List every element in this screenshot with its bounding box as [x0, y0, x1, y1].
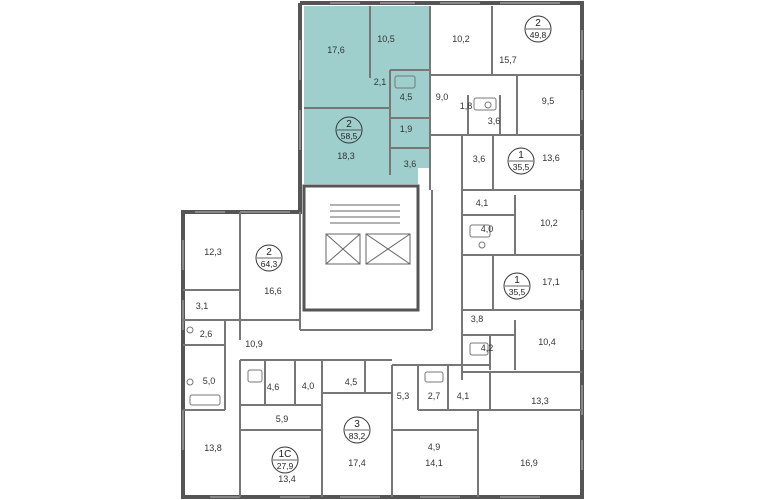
- room-area-label: 9,5: [542, 96, 555, 106]
- room-area-label: 14,1: [425, 458, 443, 468]
- room-area-label: 17,4: [348, 458, 366, 468]
- room-area-label: 4,2: [481, 343, 494, 353]
- room-area-label: 10,4: [538, 337, 556, 347]
- room-area-label: 15,7: [499, 55, 517, 65]
- sanitary-fixtures: [186, 75, 497, 406]
- apartment-room-count: 3: [354, 419, 360, 430]
- apartment-marker-a-83-2[interactable]: 383,2: [343, 416, 371, 444]
- room-area-label: 12,3: [204, 247, 222, 257]
- room-area-label: 10,9: [245, 339, 263, 349]
- room-area-label: 13,4: [278, 474, 296, 484]
- room-area-label: 1,9: [400, 124, 413, 134]
- room-area-label: 5,9: [276, 414, 289, 424]
- room-area-label: 4,5: [400, 92, 413, 102]
- apartment-room-count: 1: [518, 150, 524, 161]
- room-area-label: 10,5: [377, 34, 395, 44]
- apartment-room-count: 1С: [279, 449, 292, 460]
- room-area-label: 3,6: [473, 154, 486, 164]
- room-area-label: 16,6: [264, 286, 282, 296]
- room-area-label: 5,3: [397, 391, 410, 401]
- room-area-label: 16,9: [520, 458, 538, 468]
- room-area-label: 1,8: [460, 101, 473, 111]
- room-area-label: 4,5: [345, 377, 358, 387]
- apartment-total-area: 35,5: [513, 162, 530, 172]
- room-area-label: 2,6: [200, 329, 213, 339]
- apartment-room-count: 1: [514, 275, 520, 286]
- room-area-label: 2,1: [374, 77, 387, 87]
- apartment-marker-a-35-5-top[interactable]: 135,5: [507, 147, 535, 175]
- apartment-room-count: 2: [346, 119, 352, 130]
- room-area-label: 9,0: [436, 92, 449, 102]
- apartment-total-area: 35,5: [509, 287, 526, 297]
- apartment-total-area: 83,2: [349, 431, 366, 441]
- room-area-label: 17,6: [327, 45, 345, 55]
- room-area-label: 3,1: [196, 301, 209, 311]
- room-area-label: 2,7: [428, 391, 441, 401]
- apartment-marker-a-35-5-mid[interactable]: 135,5: [503, 272, 531, 300]
- room-area-label: 3,8: [471, 314, 484, 324]
- window-marks: [182, 2, 583, 498]
- apartment-marker-a-49-8[interactable]: 249,8: [524, 15, 552, 43]
- room-area-label: 4,1: [457, 391, 470, 401]
- apartment-room-count: 2: [535, 18, 541, 29]
- room-area-label: 4,1: [476, 198, 489, 208]
- room-area-label: 4,6: [267, 382, 280, 392]
- room-area-label: 4,0: [481, 224, 494, 234]
- apartment-marker-a-64-3[interactable]: 264,3: [255, 244, 283, 272]
- highlighted-apartment-area[interactable]: [304, 6, 430, 184]
- room-labels: 17,6 10,5 2,1 4,5 1,9 18,3 3,6 10,2 15,7 9,0 1,8 3,…: [196, 34, 560, 484]
- room-area-label: 10,2: [452, 34, 470, 44]
- room-area-label: 13,8: [204, 443, 222, 453]
- apartment-total-area: 49,8: [530, 30, 547, 40]
- room-area-label: 13,3: [531, 396, 549, 406]
- apartment-total-area: 27,9: [277, 461, 294, 471]
- room-area-label: 5,0: [203, 376, 216, 386]
- apartment-total-area: 58,5: [341, 131, 358, 141]
- room-area-label: 18,3: [337, 151, 355, 161]
- interior-walls: [183, 6, 582, 497]
- core-details: [325, 204, 411, 265]
- room-area-label: 3,6: [404, 159, 417, 169]
- room-area-label: 4,0: [302, 381, 315, 391]
- room-area-label: 10,2: [540, 218, 558, 228]
- room-area-label: 13,6: [542, 153, 560, 163]
- apartment-room-count: 2: [266, 247, 272, 258]
- room-area-label: 17,1: [542, 277, 560, 287]
- room-area-label: 4,9: [428, 442, 441, 452]
- apartment-marker-a-58-5[interactable]: 258,5: [335, 116, 363, 144]
- apartment-total-area: 64,3: [261, 259, 278, 269]
- room-area-label: 3,6: [488, 116, 501, 126]
